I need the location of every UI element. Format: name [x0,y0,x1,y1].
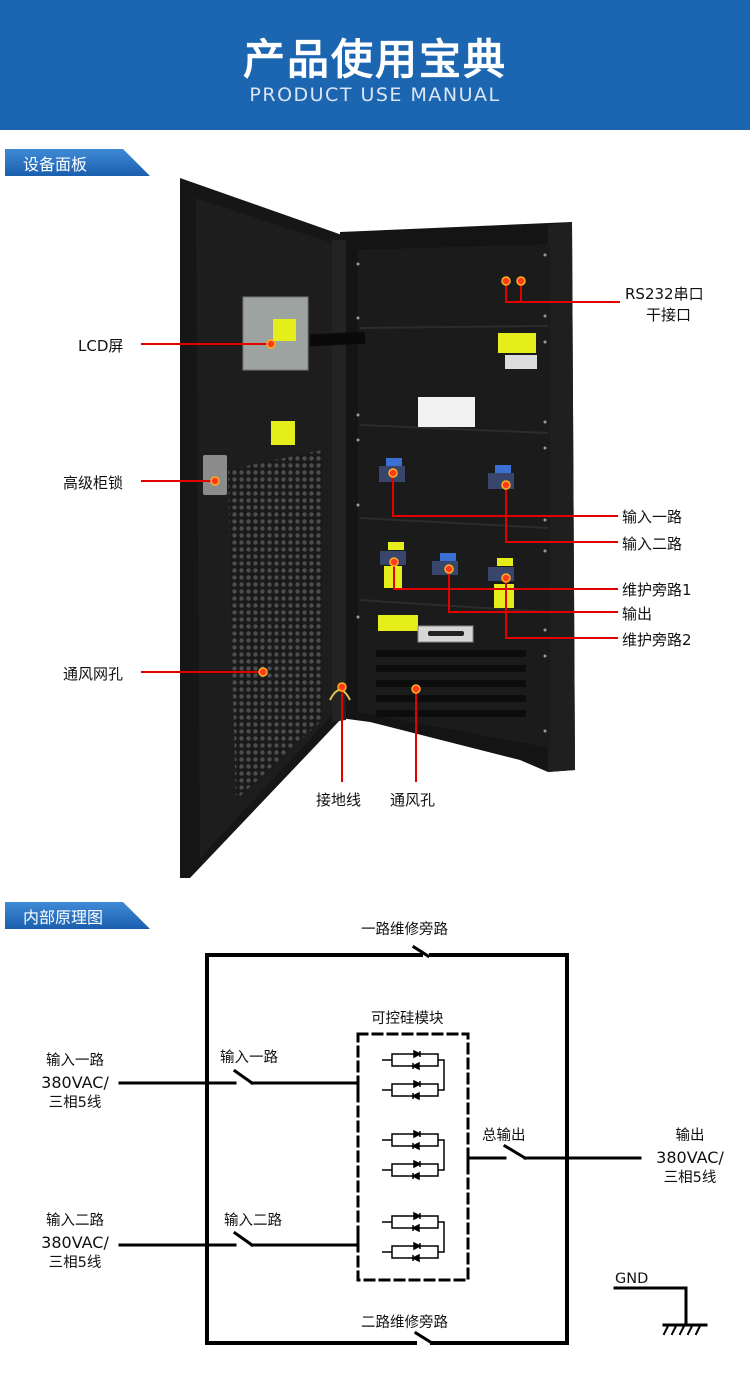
callout-ground: 接地线 [316,791,362,809]
vent-slots [376,650,526,717]
thyristor-group [382,1049,445,1101]
bypass-loop-left [205,953,423,1345]
input2-source-phase: 三相5线 [48,1255,102,1271]
output-switch [502,1143,528,1161]
output-switch-label: 总输出 [482,1128,526,1144]
section-tag-panel: 设备面板 [5,147,150,176]
scr-module-box [356,1032,470,1282]
thyristor-pair [382,1079,439,1101]
thyristor-pair [382,1129,439,1151]
section-tag-schematic: 内部原理图 [5,900,150,929]
schematic-diagram [118,944,708,1346]
output-label: 输出 380VAC/ 三相5线 [645,1126,735,1189]
page-subtitle: PRODUCT USE MANUAL [249,84,501,106]
vent-mesh [228,450,322,800]
callout-vent: 通风孔 [390,791,436,809]
input1-source-name: 输入一路 [46,1053,104,1069]
callout-dry-contact: 干接口 [646,306,692,324]
bypass2-switch [413,1330,435,1346]
section-tag-shape [5,149,150,176]
bypass-loop-right [429,953,569,1345]
input1-source-voltage: 380VAC/ [41,1073,109,1092]
thyristor-groups [382,1049,445,1263]
bypass1-switch [411,944,431,959]
input1-source-label: 输入一路 380VAC/ 三相5线 [30,1051,120,1114]
page-title: 产品使用宝典 [242,35,507,84]
callout-dots [210,276,526,694]
thyristor-pair [382,1241,439,1263]
input1-source-phase: 三相5线 [48,1095,102,1111]
thyristor-pair [382,1049,439,1071]
callout-input1: 输入一路 [622,508,683,526]
gnd-line [613,1286,688,1327]
thyristor-pair [382,1159,439,1181]
input2-source-voltage: 380VAC/ [41,1233,109,1252]
thyristor-group [382,1211,445,1263]
screws [356,253,547,733]
scr-module-label: 可控硅模块 [371,1011,444,1027]
section-tag-shape [5,902,150,929]
callout-lock: 高级柜锁 [63,474,124,492]
callout-lcd: LCD屏 [78,337,124,355]
cabinet-lock [203,455,227,495]
cabinet-photo [141,178,620,878]
gnd-label: GND [615,1271,649,1287]
input1-switch [232,1068,255,1086]
callout-vent-mesh: 通风网孔 [63,665,124,683]
page-header: 产品使用宝典 PRODUCT USE MANUAL [0,0,750,130]
bypass2-label: 二路维修旁路 [361,1315,448,1331]
warning-sticker [498,333,536,353]
output-phase: 三相5线 [663,1170,717,1186]
bypass1-label: 一路维修旁路 [361,922,448,938]
section-tag-label: 设备面板 [23,155,88,174]
input2-source-name: 输入二路 [46,1213,104,1229]
thyristor-pair [382,1211,439,1233]
output-voltage: 380VAC/ [656,1148,724,1167]
callout-output: 输出 [622,605,653,623]
output-name: 输出 [675,1128,705,1144]
schematic-plate [418,397,475,427]
callout-rs232: RS232串口 [625,285,704,303]
input2-source-label: 输入二路 380VAC/ 三相5线 [30,1211,120,1274]
callout-lines [141,284,620,782]
input2-switch [232,1230,255,1248]
callout-input2: 输入二路 [622,535,683,553]
input2-switch-label: 输入二路 [224,1213,282,1229]
thyristor-group [382,1129,445,1181]
callout-bypass1: 维护旁路1 [622,581,692,599]
callout-bypass2: 维护旁路2 [622,631,692,649]
input1-switch-label: 输入一路 [220,1050,278,1066]
section-tag-label: 内部原理图 [23,908,104,927]
